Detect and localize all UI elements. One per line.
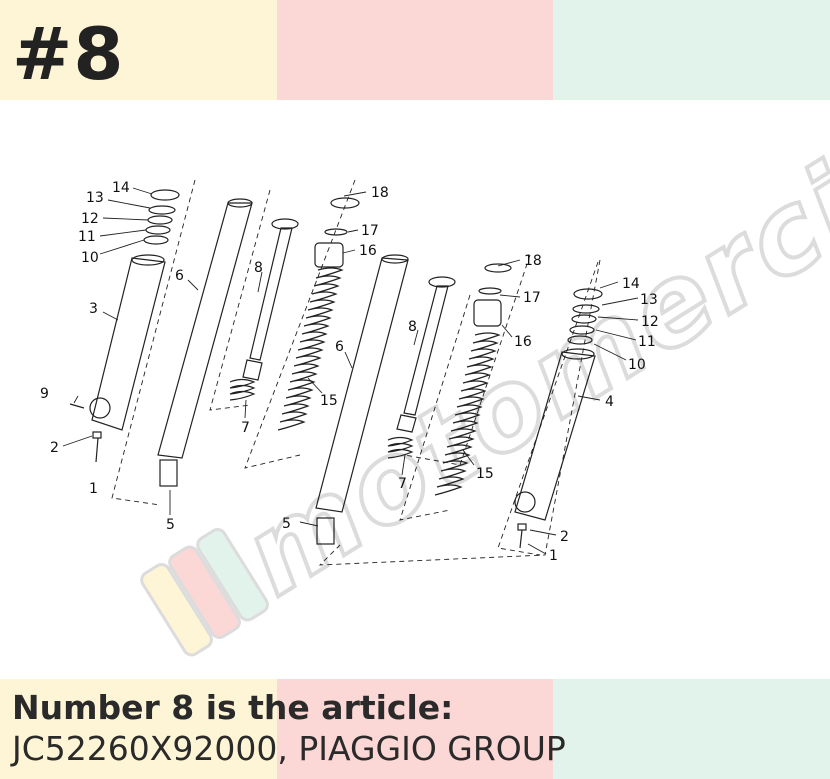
callout-right-5: 5: [282, 516, 291, 532]
callout-left-1: 1: [89, 481, 98, 497]
article-caption: Number 8 is the article: JC52260X92000, …: [12, 688, 566, 770]
callout-right-2: 2: [560, 529, 569, 545]
callout-left-7: 7: [241, 420, 250, 436]
callout-labels: 14 13 12 11 10 3 9 2 1 6 5 8 7 18 17 16 …: [40, 180, 659, 564]
band-mint: [553, 0, 830, 100]
callout-left-15: 15: [320, 393, 338, 409]
callout-right-12: 12: [641, 314, 659, 330]
callout-right-10: 10: [628, 357, 646, 373]
callout-right-17: 17: [523, 290, 541, 306]
callout-right-7: 7: [398, 476, 407, 492]
caption-heading: Number 8 is the article:: [12, 688, 454, 727]
callout-right-14: 14: [622, 276, 640, 292]
leader-lines: [62, 187, 639, 555]
top-color-band: [0, 0, 830, 100]
band-yellow-bottom: [0, 679, 277, 779]
caption-article-code: JC52260X92000, PIAGGIO GROUP: [12, 729, 566, 768]
callout-right-16: 16: [514, 334, 532, 350]
band-yellow: [0, 0, 277, 100]
callout-right-4: 4: [605, 394, 614, 410]
callout-right-1: 1: [549, 548, 558, 564]
number-badge: #8: [12, 12, 125, 96]
callout-right-6: 6: [335, 339, 344, 355]
band-mint-bottom: [553, 679, 830, 779]
callout-left-10: 10: [81, 250, 99, 266]
callout-right-15: 15: [476, 466, 494, 482]
band-pink: [277, 0, 553, 100]
left-fork-parts: [69, 189, 360, 487]
callout-left-14: 14: [112, 180, 130, 196]
callout-left-16: 16: [359, 243, 377, 259]
callout-left-6: 6: [175, 268, 184, 284]
callout-left-17: 17: [361, 223, 379, 239]
exploded-parts-diagram: motomercia: [40, 100, 830, 657]
band-pink-bottom: [277, 679, 553, 779]
watermark-logo: motomercia: [140, 100, 830, 657]
callout-left-13: 13: [86, 190, 104, 206]
callout-left-3: 3: [89, 301, 98, 317]
callout-right-8: 8: [408, 319, 417, 335]
callout-left-18: 18: [371, 185, 389, 201]
callout-left-2: 2: [50, 440, 59, 456]
callout-right-11: 11: [638, 334, 656, 350]
callout-left-9: 9: [40, 386, 49, 402]
callout-left-11: 11: [78, 229, 96, 245]
callout-left-5: 5: [166, 517, 175, 533]
callout-left-12: 12: [81, 211, 99, 227]
bottom-color-band: [0, 679, 830, 779]
callout-left-8: 8: [254, 260, 263, 276]
callout-right-18: 18: [524, 253, 542, 269]
callout-right-13: 13: [640, 292, 658, 308]
right-fork-parts: [315, 254, 603, 549]
